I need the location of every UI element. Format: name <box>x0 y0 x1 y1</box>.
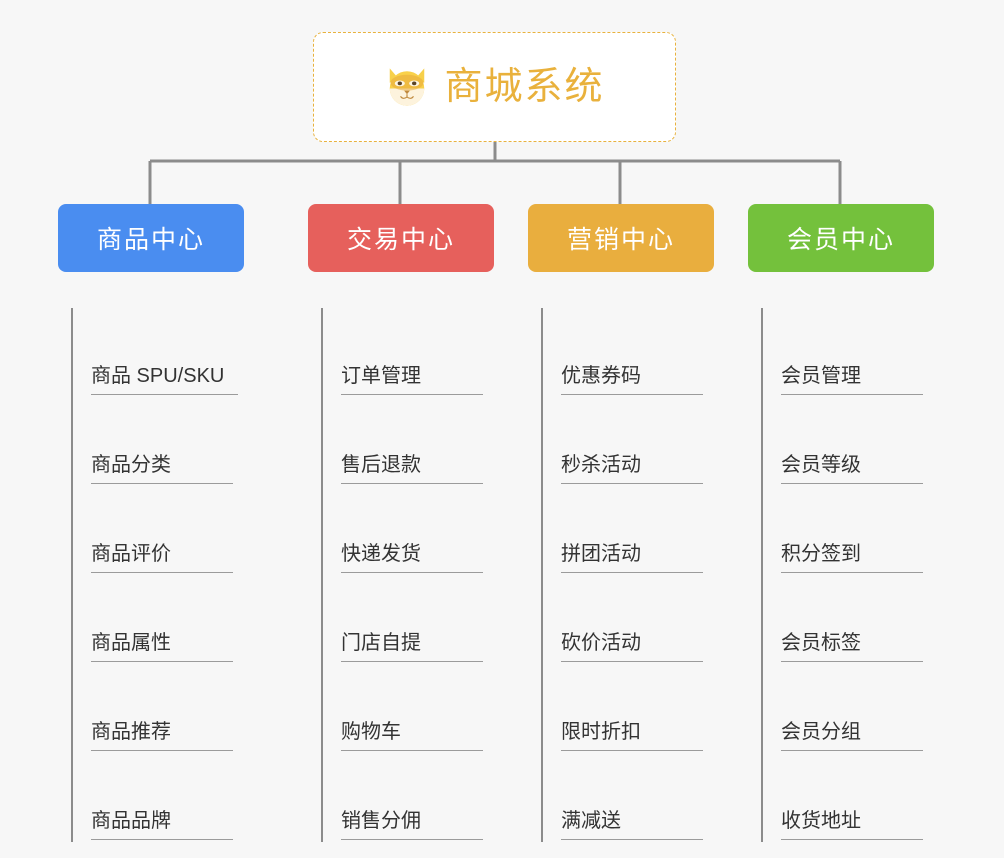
list-item[interactable]: 会员等级 <box>763 397 934 486</box>
list-item[interactable]: 会员标签 <box>763 575 934 664</box>
list-item[interactable]: 购物车 <box>323 664 494 753</box>
list-item[interactable]: 优惠券码 <box>543 308 714 397</box>
list-item[interactable]: 会员管理 <box>763 308 934 397</box>
category-header-trade[interactable]: 交易中心 <box>308 204 494 272</box>
leaf-label: 门店自提 <box>341 631 483 662</box>
leaf-label: 会员管理 <box>781 364 923 395</box>
category-header-marketing[interactable]: 营销中心 <box>528 204 714 272</box>
list-item[interactable]: 商品 SPU/SKU <box>73 308 244 397</box>
leaf-label: 积分签到 <box>781 542 923 573</box>
leaf-label: 商品分类 <box>91 453 233 484</box>
leaf-label: 会员标签 <box>781 631 923 662</box>
category-header-product[interactable]: 商品中心 <box>58 204 244 272</box>
list-item[interactable]: 限时折扣 <box>543 664 714 753</box>
category-column-marketing: 营销中心 优惠券码 秒杀活动 拼团活动 砍价活动 限时折扣 满减送 <box>528 204 714 858</box>
leaf-label: 售后退款 <box>341 453 483 484</box>
leaf-label: 商品推荐 <box>91 720 233 751</box>
list-item[interactable]: 满减送 <box>543 753 714 842</box>
root-title: 商城系统 <box>444 66 605 108</box>
category-title: 会员中心 <box>786 226 895 254</box>
list-item[interactable]: 门店自提 <box>323 575 494 664</box>
leaf-label: 商品品牌 <box>91 809 233 840</box>
leaf-label: 快递发货 <box>341 542 483 573</box>
category-title: 交易中心 <box>346 226 455 254</box>
list-item[interactable]: 快递发货 <box>323 486 494 575</box>
leaf-label: 会员等级 <box>781 453 923 484</box>
leaf-list-trade: 订单管理 售后退款 快递发货 门店自提 购物车 销售分佣 <box>321 308 494 842</box>
leaf-list-member: 会员管理 会员等级 积分签到 会员标签 会员分组 收货地址 <box>761 308 934 842</box>
list-item[interactable]: 商品属性 <box>73 575 244 664</box>
leaf-label: 拼团活动 <box>561 542 703 573</box>
list-item[interactable]: 秒杀活动 <box>543 397 714 486</box>
list-item[interactable]: 商品推荐 <box>73 664 244 753</box>
leaf-label: 销售分佣 <box>341 809 483 840</box>
category-column-trade: 交易中心 订单管理 售后退款 快递发货 门店自提 购物车 销售分佣 <box>308 204 494 858</box>
leaf-label: 满减送 <box>561 809 703 840</box>
category-column-product: 商品中心 商品 SPU/SKU 商品分类 商品评价 商品属性 商品推荐 商品品牌 <box>58 204 244 858</box>
leaf-label: 限时折扣 <box>561 720 703 751</box>
category-header-member[interactable]: 会员中心 <box>748 204 934 272</box>
leaf-label: 商品评价 <box>91 542 233 573</box>
list-item[interactable]: 售后退款 <box>323 397 494 486</box>
leaf-label: 购物车 <box>341 720 483 751</box>
category-title: 营销中心 <box>566 226 675 254</box>
list-item[interactable]: 商品品牌 <box>73 753 244 842</box>
list-item[interactable]: 会员分组 <box>763 664 934 753</box>
list-item[interactable]: 商品分类 <box>73 397 244 486</box>
list-item[interactable]: 订单管理 <box>323 308 494 397</box>
root-node[interactable]: 商城系统 <box>313 32 676 142</box>
leaf-label: 优惠券码 <box>561 364 703 395</box>
leaf-label: 商品属性 <box>91 631 233 662</box>
leaf-label: 收货地址 <box>781 809 923 840</box>
list-item[interactable]: 商品评价 <box>73 486 244 575</box>
leaf-label: 秒杀活动 <box>561 453 703 484</box>
shiba-dog-face-icon <box>390 68 425 106</box>
list-item[interactable]: 砍价活动 <box>543 575 714 664</box>
category-column-member: 会员中心 会员管理 会员等级 积分签到 会员标签 会员分组 收货地址 <box>748 204 934 858</box>
list-item[interactable]: 积分签到 <box>763 486 934 575</box>
leaf-label: 订单管理 <box>341 364 483 395</box>
mindmap-canvas: 商城系统 商品中心 商品 SPU/SKU 商品分类 商品评价 商品属性 商品推荐… <box>58 32 934 842</box>
list-item[interactable]: 拼团活动 <box>543 486 714 575</box>
leaf-list-product: 商品 SPU/SKU 商品分类 商品评价 商品属性 商品推荐 商品品牌 <box>71 308 244 842</box>
leaf-label: 砍价活动 <box>561 631 703 662</box>
list-item[interactable]: 销售分佣 <box>323 753 494 842</box>
category-title: 商品中心 <box>96 226 205 254</box>
list-item[interactable]: 收货地址 <box>763 753 934 842</box>
leaf-label: 商品 SPU/SKU <box>91 364 239 395</box>
leaf-list-marketing: 优惠券码 秒杀活动 拼团活动 砍价活动 限时折扣 满减送 <box>541 308 714 842</box>
leaf-label: 会员分组 <box>781 720 923 751</box>
